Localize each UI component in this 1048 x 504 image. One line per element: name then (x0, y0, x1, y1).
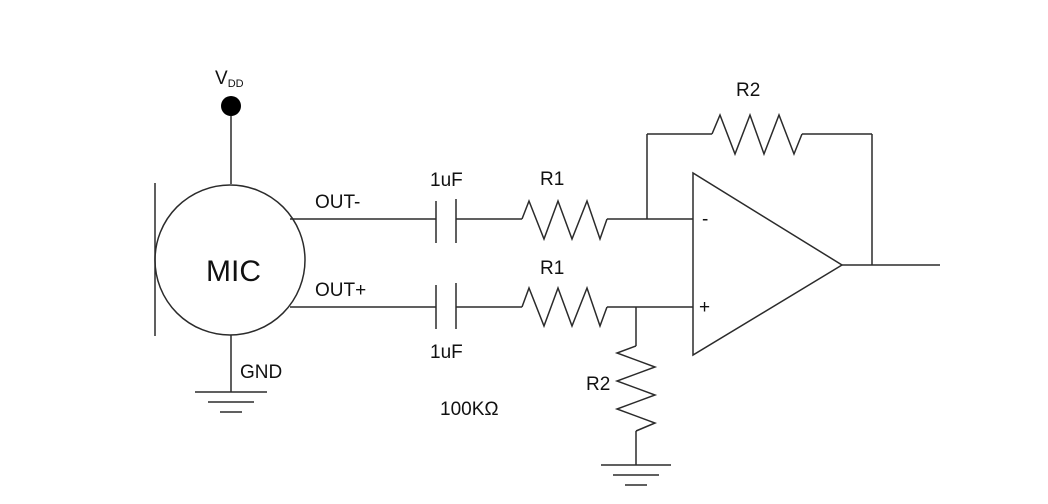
out-minus-label: OUT- (315, 192, 360, 213)
opamp-plus-label: + (699, 297, 710, 318)
opamp-minus-label: - (702, 209, 708, 230)
ground-symbol-r2 (601, 464, 671, 486)
ground-symbol-mic (195, 391, 267, 413)
svg-text:VDD: VDD (215, 68, 244, 90)
cap-bottom-label: 1uF (430, 342, 463, 363)
r1-top-label: R1 (540, 169, 564, 190)
capacitor-bottom (435, 283, 457, 329)
resistor-r1-bottom (521, 285, 608, 329)
vdd-label: V (215, 68, 228, 89)
cap-top-label: 1uF (430, 170, 463, 191)
resistance-note: 100KΩ (440, 399, 499, 420)
op-amp-triangle (692, 171, 844, 357)
gnd-label: GND (240, 362, 282, 383)
r2-ground-label: R2 (586, 374, 610, 395)
resistor-r1-top (521, 198, 608, 242)
r1-bottom-label: R1 (540, 258, 564, 279)
vdd-node (221, 96, 241, 116)
mic-symbol (154, 184, 306, 336)
capacitor-top (435, 199, 457, 243)
mic-label: MIC (206, 255, 261, 288)
r2-feedback-label: R2 (736, 80, 760, 101)
out-plus-label: OUT+ (315, 280, 366, 301)
resistor-r2-feedback (711, 112, 803, 157)
resistor-r2-ground (614, 345, 658, 432)
vdd-subscript: DD (228, 78, 244, 90)
